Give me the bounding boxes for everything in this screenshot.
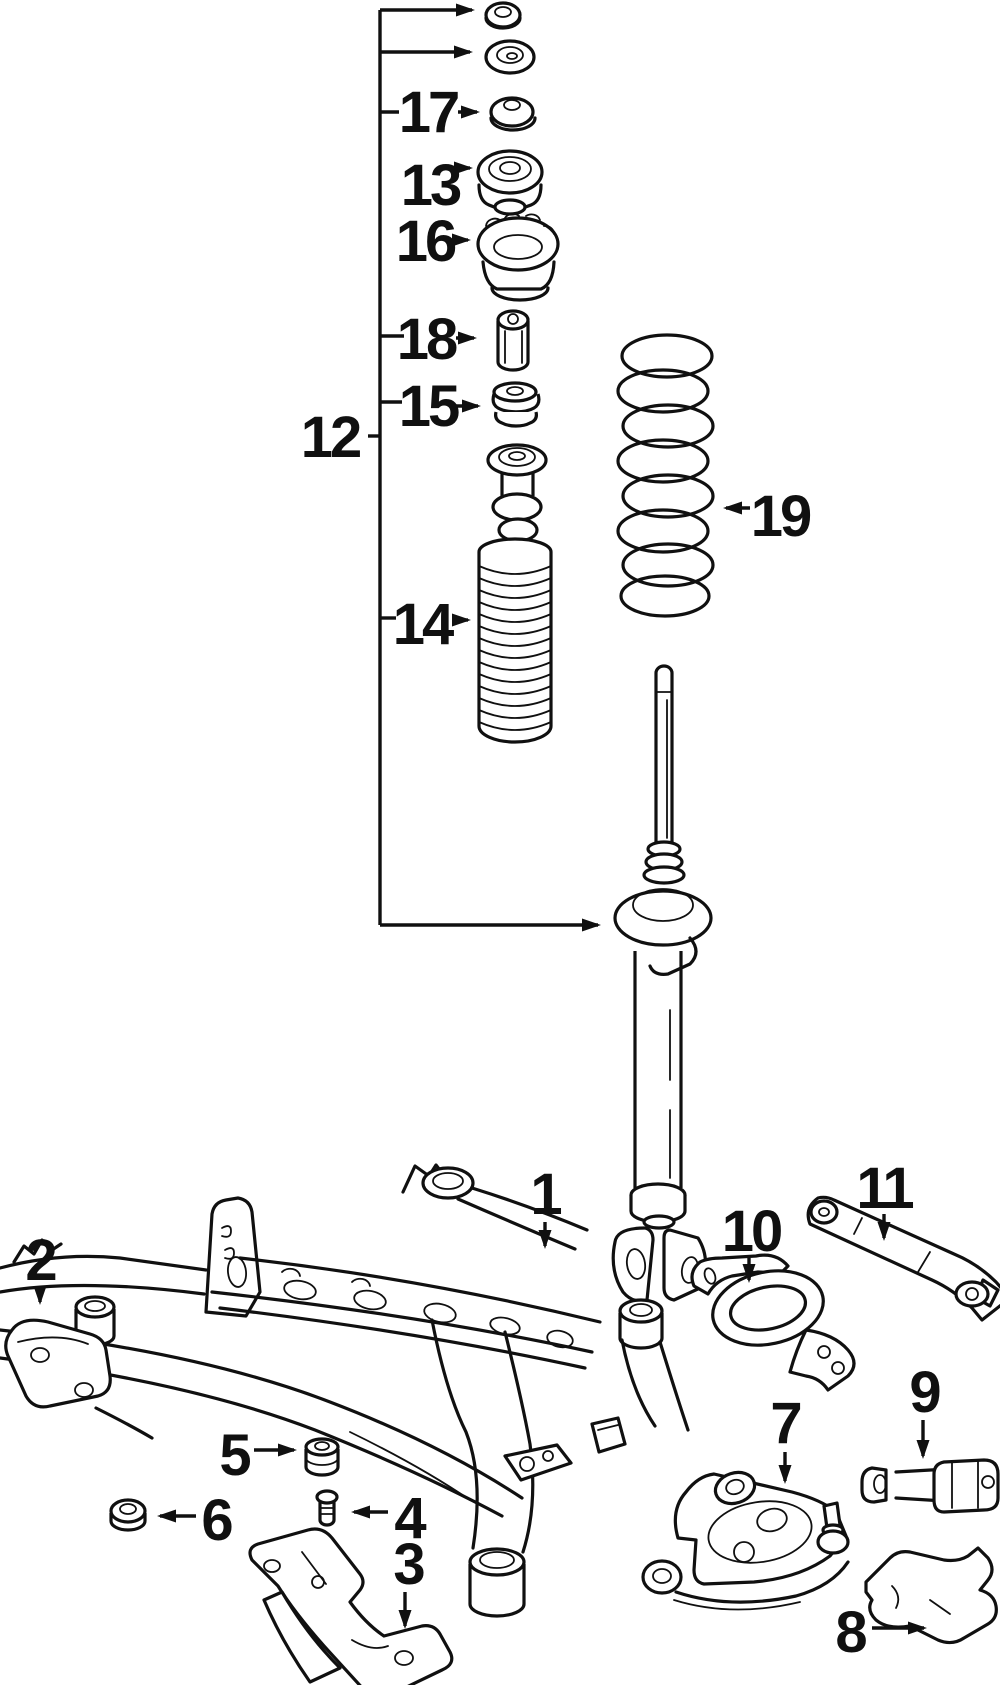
- callout-7: 7: [770, 1391, 800, 1456]
- callout-14: 14: [393, 592, 454, 657]
- callout-11: 11: [856, 1156, 913, 1221]
- dust-cover-cap: [486, 443, 548, 543]
- callout-2: 2: [25, 1228, 55, 1293]
- mount-bracket-left: [4, 1318, 154, 1440]
- callout-6: 6: [201, 1488, 232, 1553]
- dust-boot-bellows: [477, 537, 553, 744]
- callout-12: 12: [301, 405, 360, 470]
- support-bracket-bottom: [248, 1527, 454, 1685]
- strut-mount: [476, 149, 544, 216]
- coil-spring: [616, 333, 715, 618]
- mount-nut: [109, 1498, 147, 1532]
- adjusting-rod: [860, 1458, 1000, 1514]
- bump-stopper: [489, 96, 537, 132]
- leader-arrows: [33, 105, 930, 1635]
- callout-1: 1: [530, 1162, 561, 1227]
- lateral-link: [806, 1195, 1000, 1322]
- callout-18: 18: [397, 307, 457, 372]
- piston-rod-nut: [484, 1, 522, 30]
- bushing-stack: [491, 381, 541, 428]
- pivot-bushing: [496, 309, 530, 372]
- mount-washer: [484, 39, 536, 75]
- mount-bolt: [315, 1489, 339, 1527]
- callout-19: 19: [751, 484, 811, 549]
- callout-bracket-12: [368, 3, 601, 932]
- callout-15: 15: [399, 374, 459, 439]
- callout-3: 3: [393, 1532, 424, 1597]
- insulator-bushing: [304, 1437, 340, 1477]
- upper-spring-seat: [476, 212, 560, 302]
- callout-17: 17: [399, 80, 458, 145]
- callout-labels: 17 13 16 18 15 12 14 19 1 2 10 11 5 6 4 …: [25, 80, 943, 1665]
- lower-control-arm: [641, 1470, 850, 1611]
- shock-absorber-strut: [611, 664, 713, 1303]
- callout-13: 13: [401, 153, 461, 218]
- callout-8: 8: [835, 1600, 866, 1665]
- stay-bracket: [864, 1546, 998, 1645]
- callout-16: 16: [396, 209, 456, 274]
- callout-10: 10: [722, 1199, 781, 1264]
- knuckle-arm: [690, 1253, 856, 1392]
- callout-4: 4: [394, 1486, 426, 1551]
- callout-9: 9: [909, 1360, 940, 1425]
- callout-5: 5: [219, 1423, 250, 1488]
